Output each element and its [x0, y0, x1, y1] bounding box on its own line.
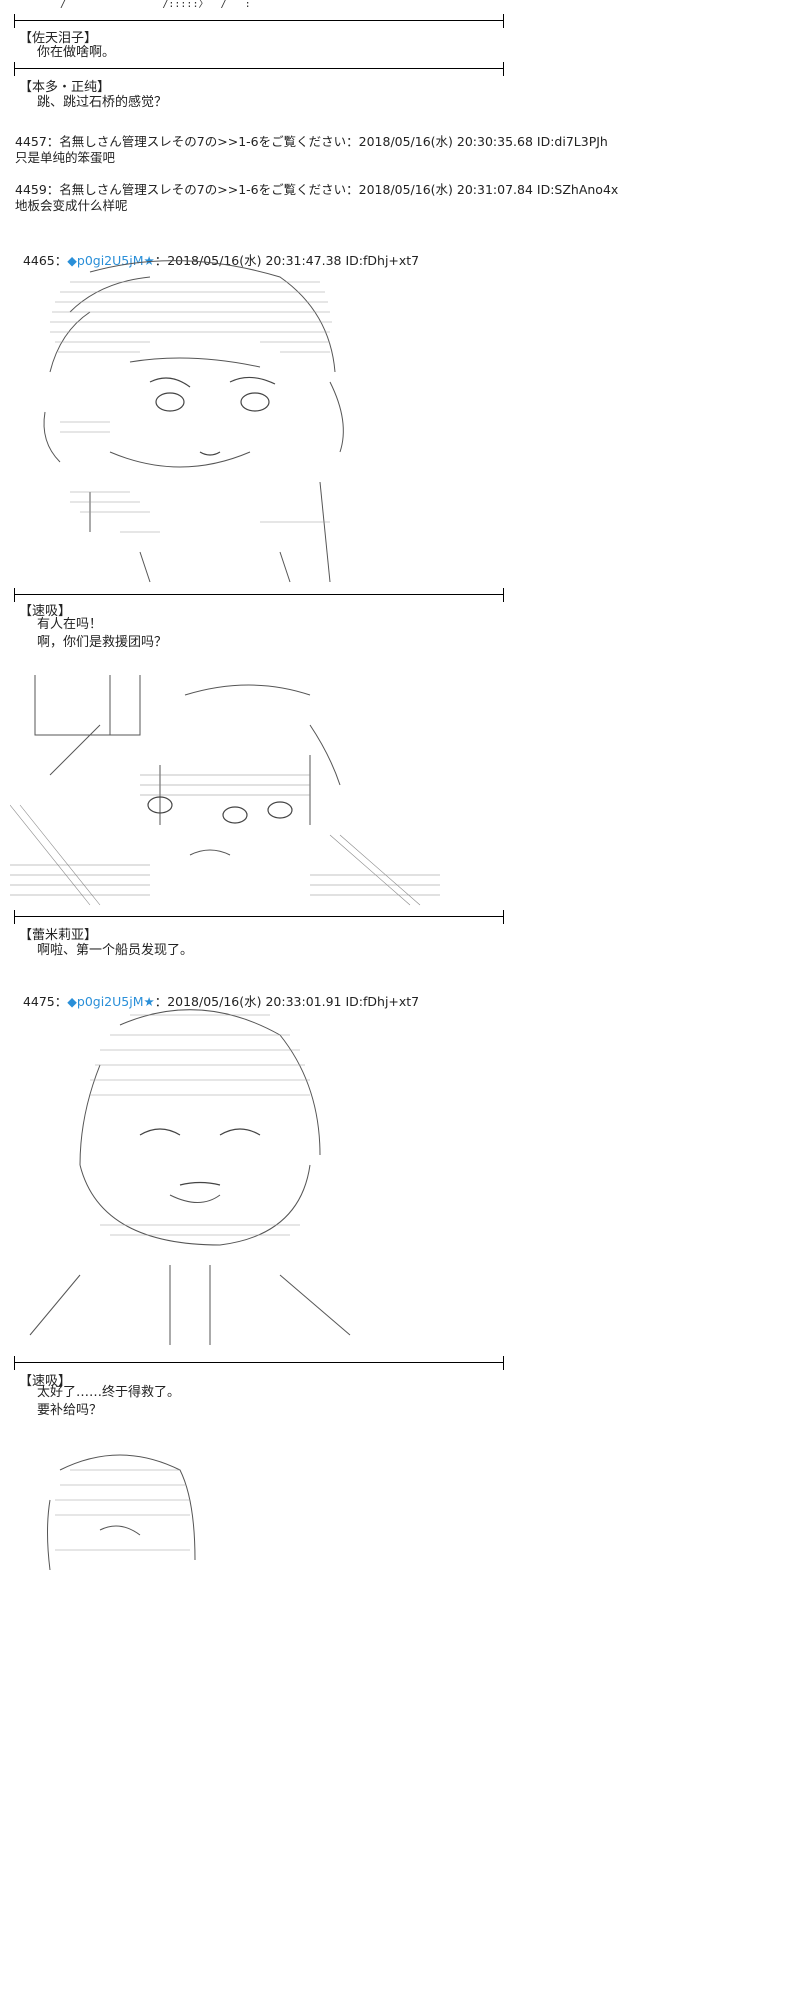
divider [14, 910, 504, 924]
art-fragment-top: / /:::::〉 / : [60, 0, 251, 10]
tripcode-link[interactable]: ◆p0gi2U5jM★ [67, 994, 155, 1009]
post-meta: ：2018/05/16(水) 20:33:01.91 ID:fDhj+xt7 [154, 994, 420, 1009]
divider [14, 62, 504, 76]
post-body: 只是单纯的笨蛋吧 [15, 150, 116, 165]
ascii-art-character [20, 995, 370, 1359]
speech-line: 你在做啥啊。 [37, 45, 116, 60]
speaker-label: 【速吸】 [19, 604, 72, 619]
speech-line: 要补给吗？ [37, 1403, 103, 1418]
post-meta: ：2018/05/16(水) 20:31:47.38 ID:fDhj+xt7 [154, 253, 420, 268]
op-post-header: 4465：◆p0gi2U5jM★：2018/05/16(水) 20:31:47.… [15, 235, 419, 269]
speech-line: 跳、跳过石桥的感觉？ [37, 95, 168, 110]
speech-line: 太好了……终于得救了。 [37, 1385, 181, 1400]
speaker-label: 【蕾米莉亚】 [19, 928, 98, 943]
speaker-label: 【佐天泪子】 [19, 31, 98, 46]
speech-line: 有人在吗！ [37, 617, 103, 632]
divider [14, 588, 504, 602]
speech-line: 啊啦、第一个船员发现了。 [37, 943, 194, 958]
post-number: 4475： [22, 994, 68, 1009]
ascii-art-character [30, 252, 370, 596]
speaker-label: 【本多・正纯】 [19, 80, 111, 95]
tripcode-link[interactable]: ◆p0gi2U5jM★ [67, 253, 155, 268]
divider [14, 1356, 504, 1370]
post-header: 4457：名無しさん管理スレその7の>>1-6をご覧ください：2018/05/1… [15, 134, 608, 149]
op-post-header: 4475：◆p0gi2U5jM★：2018/05/16(水) 20:33:01.… [15, 976, 419, 1010]
divider [14, 14, 504, 28]
post-body: 地板会变成什么样呢 [15, 198, 128, 213]
ascii-art-scene [9, 665, 450, 914]
post-number: 4465： [22, 253, 68, 268]
speaker-label: 【速吸】 [19, 1374, 72, 1389]
post-header: 4459：名無しさん管理スレその7の>>1-6をご覧ください：2018/05/1… [15, 182, 619, 197]
ascii-art-character [10, 1440, 210, 1574]
speech-line: 啊，你们是救援团吗？ [37, 635, 168, 650]
